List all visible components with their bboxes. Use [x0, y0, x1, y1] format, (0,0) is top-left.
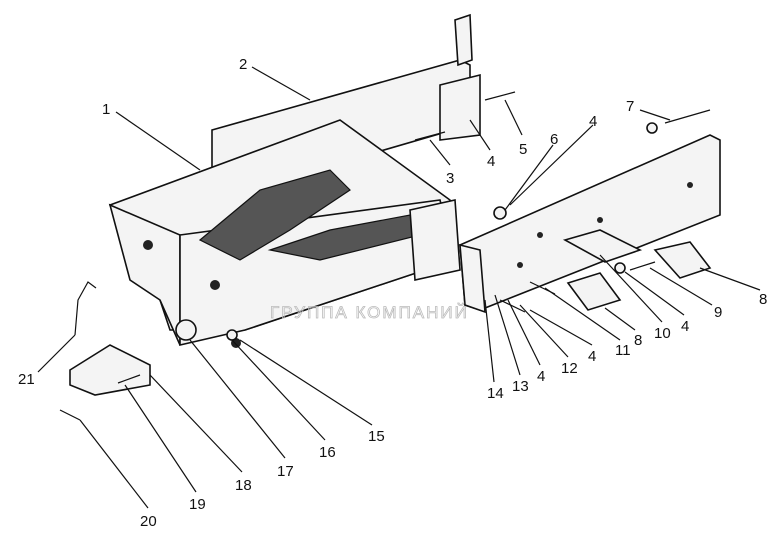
callout-8: 8: [759, 291, 767, 308]
hitch-bracket: [69, 344, 151, 396]
callout-15: 15: [368, 428, 385, 445]
callout-7: 7: [626, 98, 634, 115]
callout-4: 4: [537, 368, 545, 385]
bracket-lower: [566, 272, 622, 311]
callout-18: 18: [235, 477, 252, 494]
callout-5: 5: [519, 141, 527, 158]
side-member-right: [459, 134, 721, 314]
callout-16: 16: [319, 444, 336, 461]
callout-20: 20: [140, 513, 157, 530]
callout-9: 9: [714, 304, 722, 321]
bracket-upper: [562, 229, 712, 279]
callout-21: 21: [18, 371, 35, 388]
callout-13: 13: [512, 378, 529, 395]
callout-4: 4: [487, 153, 495, 170]
callout-1: 1: [102, 101, 110, 118]
main-frame: [108, 119, 461, 348]
callout-19: 19: [189, 496, 206, 513]
callout-6: 6: [550, 131, 558, 148]
callout-8: 8: [634, 332, 642, 349]
callout-14: 14: [487, 385, 504, 402]
callout-4: 4: [589, 113, 597, 130]
pin: [74, 281, 97, 336]
bolts: [226, 91, 711, 341]
callout-4: 4: [681, 318, 689, 335]
callout-17: 17: [277, 463, 294, 480]
callout-10: 10: [654, 325, 671, 342]
callout-2: 2: [239, 56, 247, 73]
callout-11: 11: [615, 342, 631, 359]
callout-labels: 1 2 3 4 5 6 4 7 8 9 4 10 8 11 4 12 4 13 …: [18, 56, 767, 530]
callout-4: 4: [588, 348, 596, 365]
callout-12: 12: [561, 360, 578, 377]
cotter-pin: [59, 409, 81, 421]
callout-3: 3: [446, 170, 454, 187]
watermark: ГРУППА КОМПАНИЙ: [270, 303, 469, 322]
leader-lines: [37, 66, 761, 509]
